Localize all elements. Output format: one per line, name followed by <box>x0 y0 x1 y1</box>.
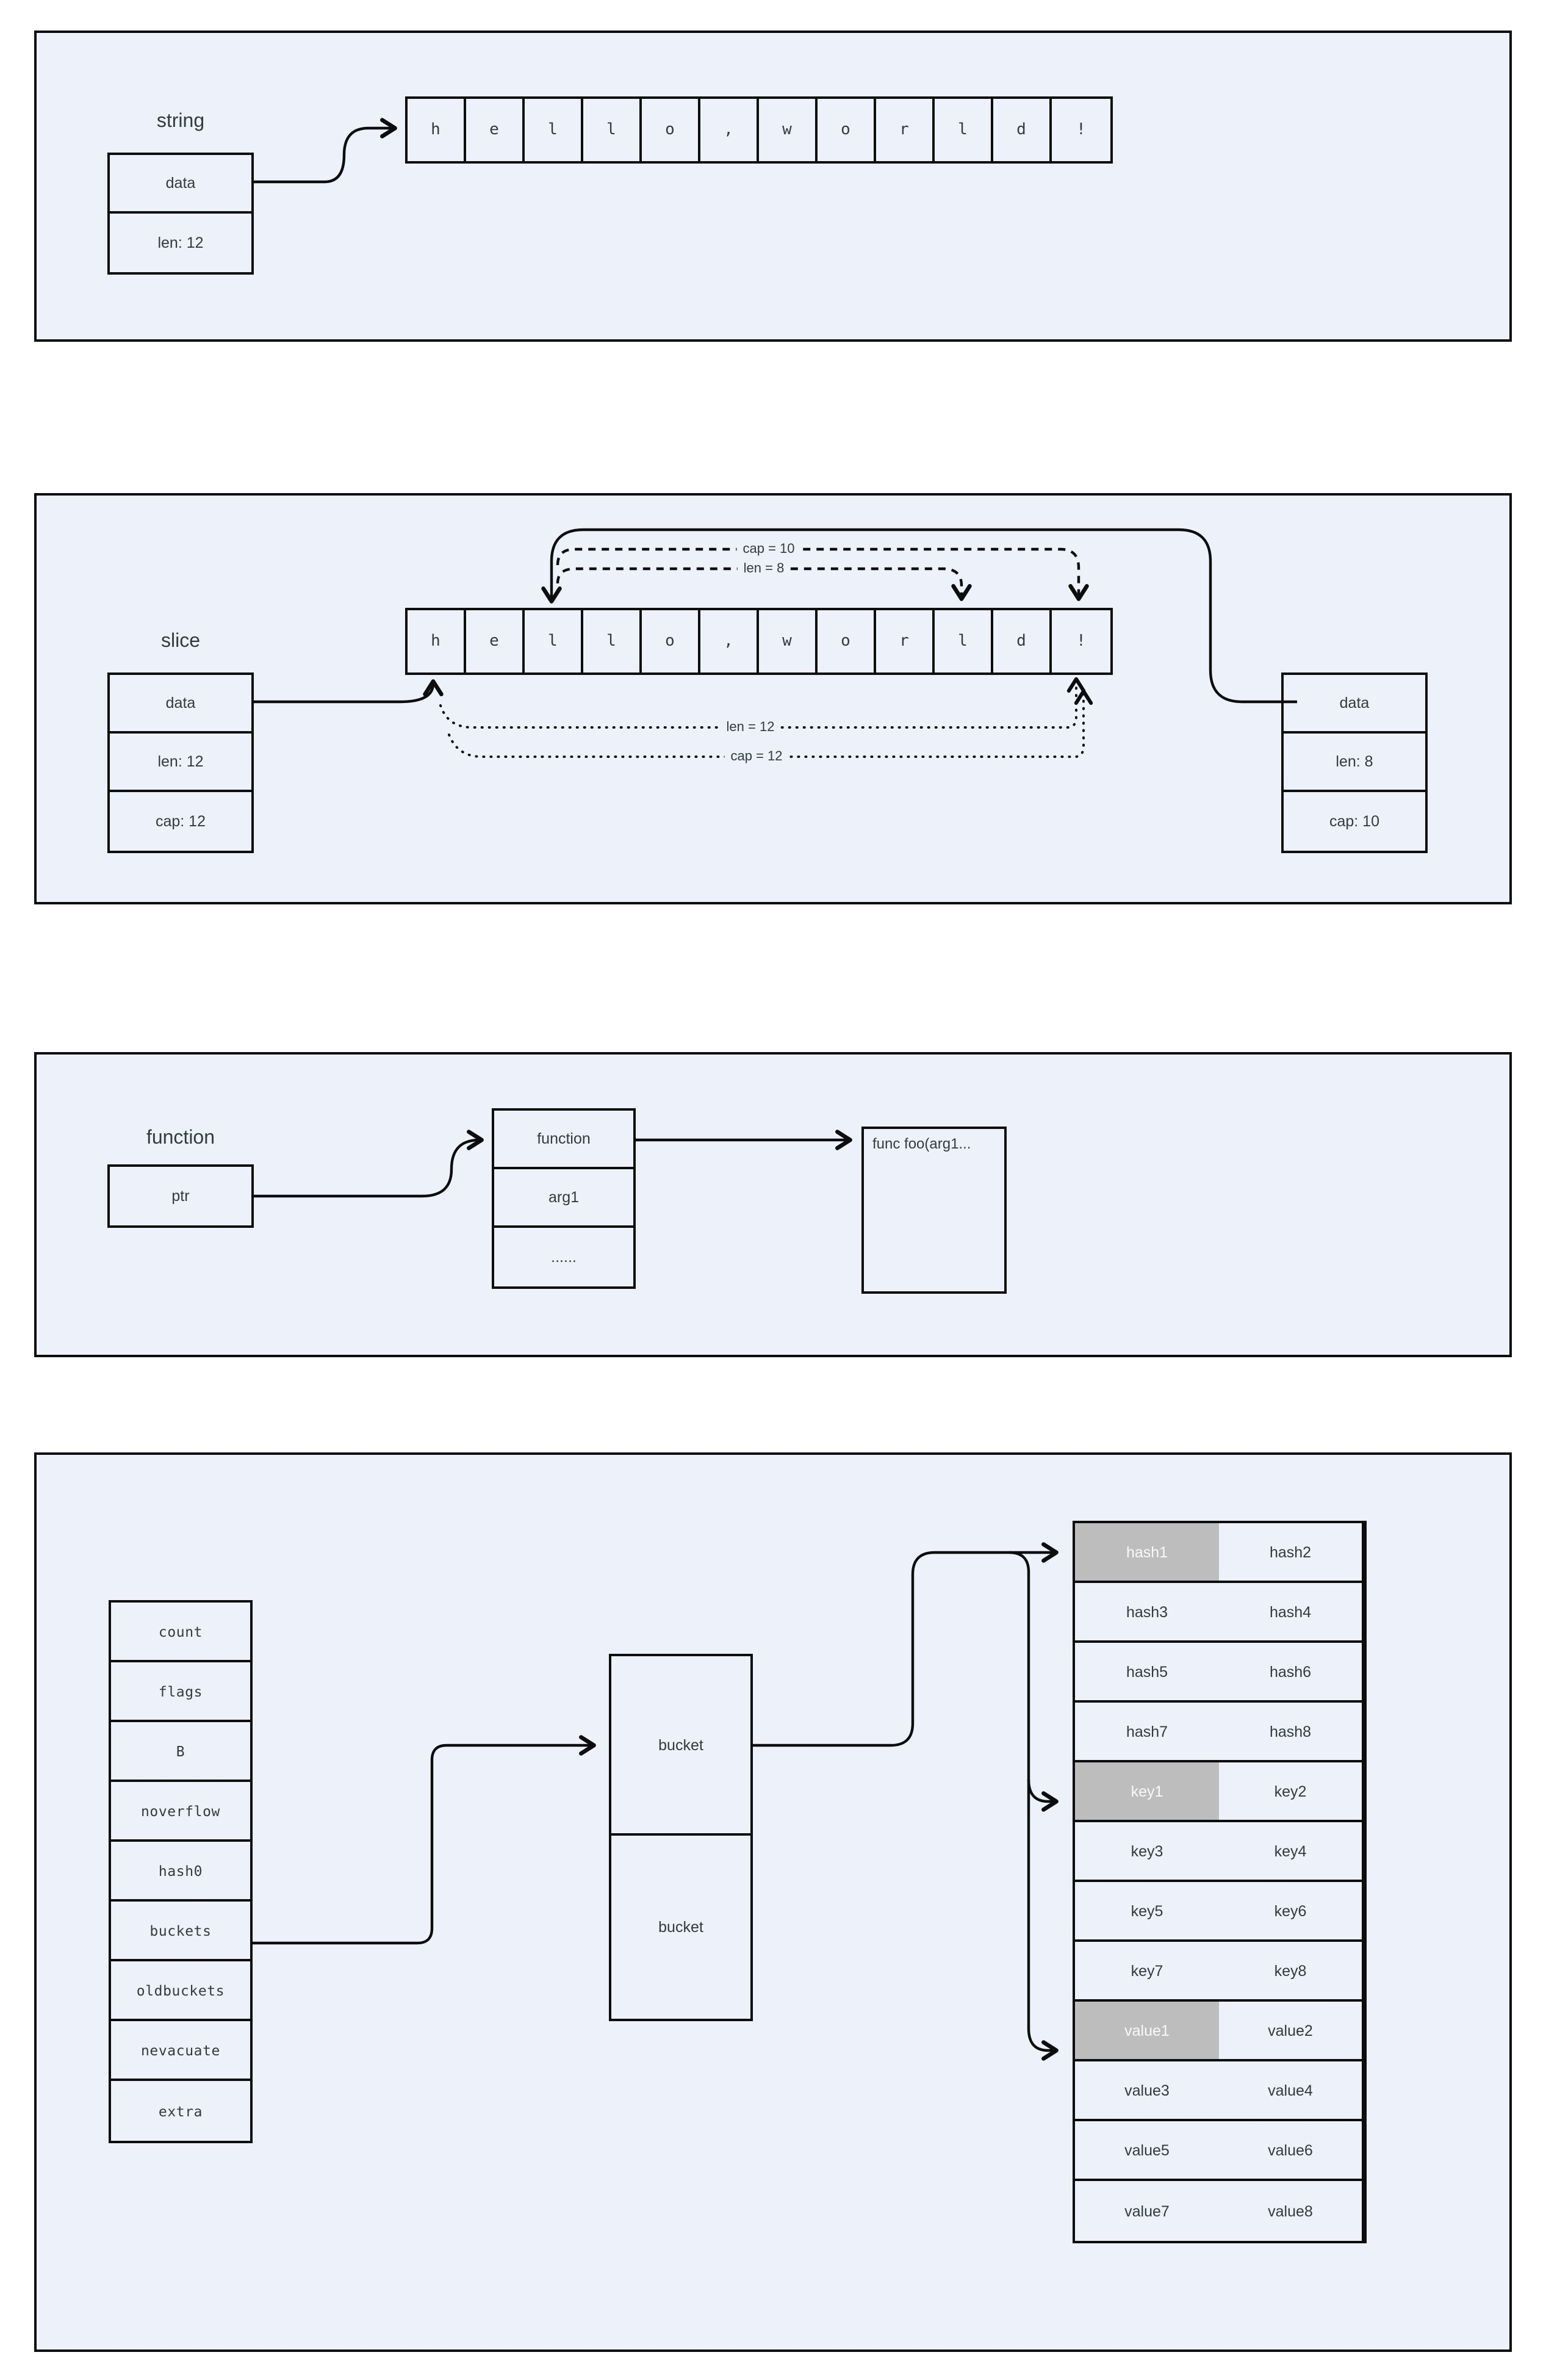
grid-cell: hash2 <box>1219 1523 1364 1583</box>
struct-row: count <box>111 1603 250 1662</box>
panel-title-function: function <box>146 1128 215 1149</box>
function-code-box: func foo(arg1... <box>861 1127 1007 1294</box>
grid-cell: hash7 <box>1075 1703 1219 1762</box>
char-cell: l <box>935 99 993 161</box>
grid-cell: hash3 <box>1075 1583 1219 1643</box>
struct-row: oldbuckets <box>111 1961 250 2021</box>
char-cell: h <box>408 99 466 161</box>
char-cell: o <box>818 610 876 673</box>
panel-title-slice: slice <box>160 631 200 652</box>
annotation-len-bottom: len = 12 <box>720 720 781 735</box>
char-cell: o <box>818 99 876 161</box>
struct-row: data <box>110 675 251 734</box>
char-cell: h <box>408 610 466 673</box>
char-cell: , <box>700 99 759 161</box>
char-cell: l <box>525 610 583 673</box>
char-cell: ! <box>1076 632 1086 651</box>
char-cell: e <box>466 99 525 161</box>
string-pointer-arrow <box>254 118 397 184</box>
char-cell: l <box>935 610 993 673</box>
struct-row: flags <box>111 1662 250 1722</box>
bucket-cell: bucket <box>611 1656 750 1836</box>
grid-cell: key2 <box>1219 1762 1364 1822</box>
struct-row: hash0 <box>111 1842 250 1902</box>
grid-cell: value7 <box>1124 2202 1170 2220</box>
grid-cell: hash8 <box>1219 1703 1364 1762</box>
struct-row: nevacuate <box>111 2021 250 2081</box>
function-pointer-arrows <box>254 1130 852 1198</box>
char-cell: ! <box>1076 121 1086 139</box>
grid-cell: value6 <box>1219 2121 1364 2181</box>
grid-cell: hash6 <box>1219 1643 1364 1703</box>
char-cell: d <box>993 610 1052 673</box>
annotation-cap-bottom: cap = 12 <box>724 749 789 764</box>
grid-cell: key8 <box>1219 1942 1364 2002</box>
function-ptr-box: ptr <box>107 1164 254 1228</box>
struct-row: ...... <box>551 1249 577 1266</box>
grid-cell: hash1 <box>1075 1523 1219 1583</box>
char-cell: w <box>759 610 818 673</box>
grid-cell: value5 <box>1075 2121 1219 2181</box>
struct-row: cap: 10 <box>1329 813 1379 830</box>
struct-row: extra <box>158 2102 203 2119</box>
struct-row: len: 12 <box>110 734 251 792</box>
char-cell: r <box>876 99 935 161</box>
struct-row: cap: 12 <box>155 813 206 830</box>
char-cell: o <box>642 610 700 673</box>
char-cell: l <box>583 610 642 673</box>
grid-cell: key4 <box>1219 1822 1364 1882</box>
map-pointer-arrows <box>253 1542 1059 2061</box>
annotation-cap-top: cap = 10 <box>736 542 801 557</box>
char-cell: , <box>700 610 759 673</box>
grid-cell: value8 <box>1219 2181 1364 2241</box>
grid-cell: value2 <box>1219 2002 1364 2061</box>
bucket-array: bucket bucket <box>609 1654 753 2021</box>
grid-cell: key6 <box>1219 1882 1364 1942</box>
grid-cell: key1 <box>1075 1762 1219 1822</box>
grid-cell: key7 <box>1075 1942 1219 2002</box>
char-cell: w <box>759 99 818 161</box>
struct-row: buckets <box>111 1902 250 1961</box>
char-cell: o <box>642 99 700 161</box>
string-header-struct: data len: 12 <box>107 153 254 275</box>
char-cell: l <box>525 99 583 161</box>
char-cell: d <box>993 99 1052 161</box>
grid-cell: key5 <box>1075 1882 1219 1942</box>
grid-cell: hash5 <box>1075 1643 1219 1703</box>
grid-cell: key3 <box>1075 1822 1219 1882</box>
struct-row: len: 12 <box>157 234 204 251</box>
char-cell: e <box>466 610 525 673</box>
struct-row: B <box>111 1722 250 1782</box>
panel-title-string: string <box>156 111 205 132</box>
struct-row: data <box>110 155 251 214</box>
grid-cell: hash4 <box>1219 1583 1364 1643</box>
struct-row: len: 8 <box>1284 734 1425 792</box>
slice-pointer-arrows <box>254 528 1297 758</box>
struct-row: function <box>494 1111 633 1169</box>
grid-cell: value3 <box>1075 2061 1219 2121</box>
char-cell: l <box>583 99 642 161</box>
struct-row: noverflow <box>111 1782 250 1842</box>
grid-cell: value4 <box>1219 2061 1364 2121</box>
grid-cell: value1 <box>1075 2002 1219 2061</box>
struct-row: arg1 <box>494 1169 633 1228</box>
struct-row: ptr <box>171 1188 190 1205</box>
char-cell: r <box>876 610 935 673</box>
struct-row: data <box>1284 675 1425 734</box>
annotation-len-top: len = 8 <box>737 561 791 576</box>
bucket-cell: bucket <box>658 1919 703 1936</box>
